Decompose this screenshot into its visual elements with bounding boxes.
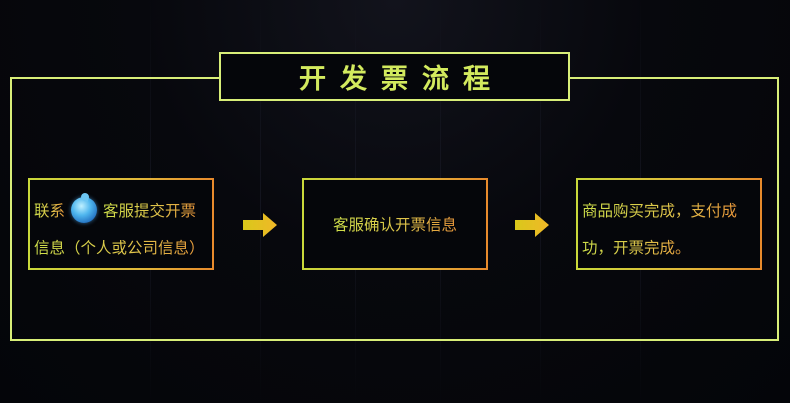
background-line (260, 0, 261, 403)
arrow-right-icon (243, 213, 277, 237)
step2-text: 客服确认开票信息 (333, 213, 457, 235)
step1-prefix: 联系 (34, 199, 65, 221)
step3-line1: 商品购买完成，支付成 (582, 199, 737, 221)
step1-line2: 信息（个人或公司信息） (34, 239, 205, 257)
step-confirm-info: 客服确认开票信息 (302, 178, 488, 270)
page-title: 开发票流程 (299, 64, 504, 95)
step-contact-service: 联系 客服提交开票 信息（个人或公司信息） (28, 178, 214, 270)
chat-bubble-icon[interactable] (71, 197, 98, 223)
step1-suffix: 客服提交开票 (103, 199, 196, 221)
background-line (540, 0, 541, 403)
step-complete: 商品购买完成，支付成 功，开票完成。 (576, 178, 762, 270)
arrow-right-icon (515, 213, 549, 237)
title-box: 开发票流程 (219, 52, 570, 101)
step3-line2: 功，开票完成。 (582, 239, 691, 257)
